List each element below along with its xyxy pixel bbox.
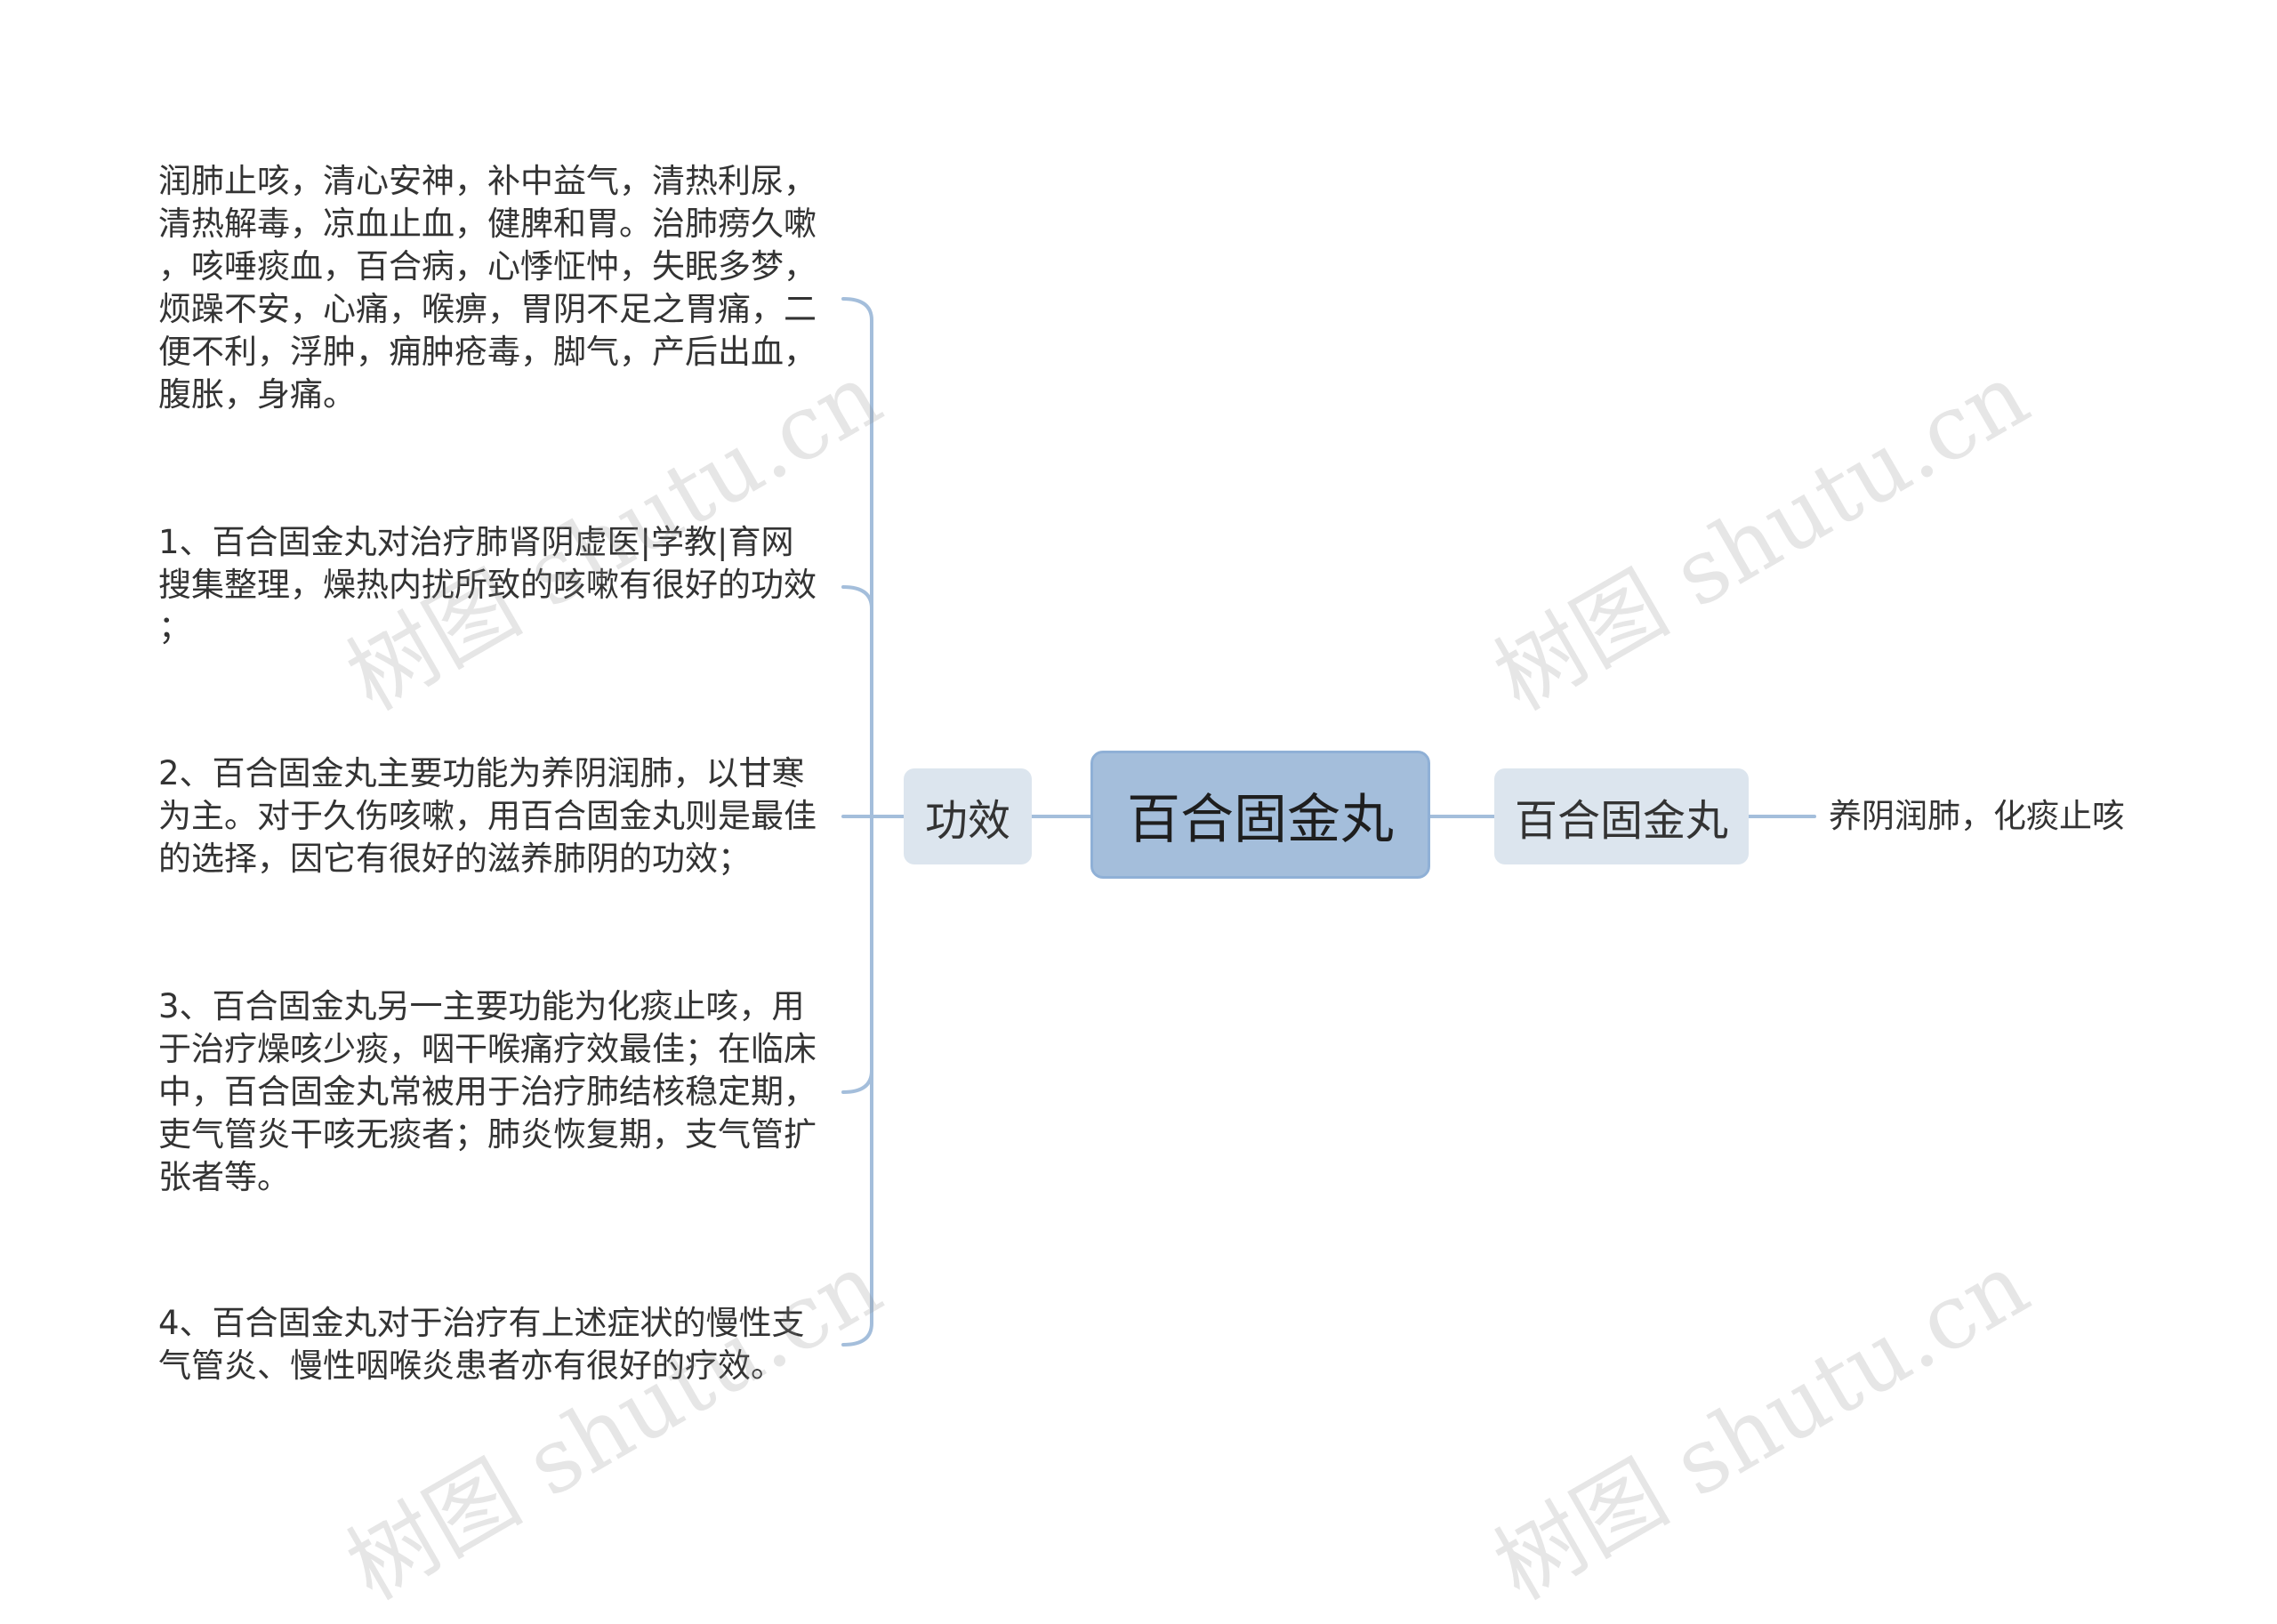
leaf-left-2[interactable]: 2、百合固金丸主要功能为养阴润肺，以甘寒 为主。对于久伤咳嗽，用百合固金丸则是最… [158, 752, 817, 880]
leaf-right-text: 养阴润肺，化痰止咳 [1829, 797, 2125, 835]
branch-name-label: 百合固金丸 [1514, 796, 1728, 846]
branch-name[interactable]: 百合固金丸 [1494, 768, 1749, 864]
leaf-line: 吏气管炎干咳无痰者；肺炎恢复期，支气管扩 [158, 1115, 817, 1154]
tick-leaf-4 [841, 1069, 873, 1094]
leaf-line: ，咳唾痰血，百合病，心悸怔忡，失眠多梦， [158, 247, 817, 285]
leaf-line: 于治疗燥咳少痰，咽干喉痛疗效最佳；在临床 [158, 1030, 817, 1068]
leaf-line: 便不利，浮肿，痈肿疮毒，脚气，产后出血， [158, 333, 817, 371]
leaf-line: 2、百合固金丸主要功能为养阴润肺，以甘寒 [158, 754, 805, 792]
leaf-line: 4、百合固金丸对于治疗有上述症状的慢性支 [158, 1304, 805, 1342]
leaf-line: 的选择，因它有很好的滋养肺阴的功效； [158, 840, 751, 878]
leaf-line: 烦躁不安，心痛，喉痹，胃阴不足之胃痛，二 [158, 290, 817, 328]
leaf-left-1[interactable]: 1、百合固金丸对治疗肺肾阴虚医|学教|育网 搜集整理，燥热内扰所致的咳嗽有很好的… [158, 521, 817, 649]
leaf-left-0[interactable]: 润肺止咳，清心安神，补中益气，清热利尿， 清热解毒，凉血止血，健脾和胃。治肺痨久… [158, 160, 817, 416]
leaf-line: 腹胀，身痛。 [158, 375, 356, 414]
root-node[interactable]: 百合固金丸 [1090, 751, 1430, 879]
leaf-line: 搜集整理，燥热内扰所致的咳嗽有很好的功效 [158, 566, 817, 604]
leaf-line: 气管炎、慢性咽喉炎患者亦有很好的疗效。 [158, 1347, 784, 1385]
root-label: 百合固金丸 [1127, 788, 1394, 851]
leaf-line: 润肺止咳，清心安神，补中益气，清热利尿， [158, 162, 817, 200]
leaf-line: 中，百合固金丸常被用于治疗肺结核稳定期， [158, 1073, 817, 1111]
tick-leaf-2 [841, 585, 873, 610]
leaf-line: 1、百合固金丸对治疗肺肾阴虚医|学教|育网 [158, 523, 794, 561]
leaf-left-3[interactable]: 3、百合固金丸另一主要功能为化痰止咳，用 于治疗燥咳少痰，咽干喉痛疗效最佳；在临… [158, 985, 817, 1199]
mind-map-canvas: 百合固金丸 功效 百合固金丸 养阴润肺，化痰止咳 润肺止咳，清心安神，补中益气，… [158, 160, 2125, 1620]
bracket-left [841, 297, 873, 1347]
leaf-line: 为主。对于久伤咳嗽，用百合固金丸则是最佳 [158, 797, 817, 835]
leaf-right[interactable]: 养阴润肺，化痰止咳 [1829, 795, 2125, 838]
leaf-line: ； [158, 608, 191, 647]
leaf-left-4[interactable]: 4、百合固金丸对于治疗有上述症状的慢性支 气管炎、慢性咽喉炎患者亦有很好的疗效。 [158, 1302, 805, 1387]
leaf-line: 张者等。 [158, 1158, 290, 1196]
leaf-line: 3、百合固金丸另一主要功能为化痰止咳，用 [158, 987, 805, 1025]
branch-effects-label: 功效 [924, 796, 1010, 846]
leaf-line: 清热解毒，凉血止血，健脾和胃。治肺痨久嗽 [158, 205, 817, 243]
connector-lines [841, 297, 1816, 1347]
branch-effects[interactable]: 功效 [904, 768, 1032, 864]
